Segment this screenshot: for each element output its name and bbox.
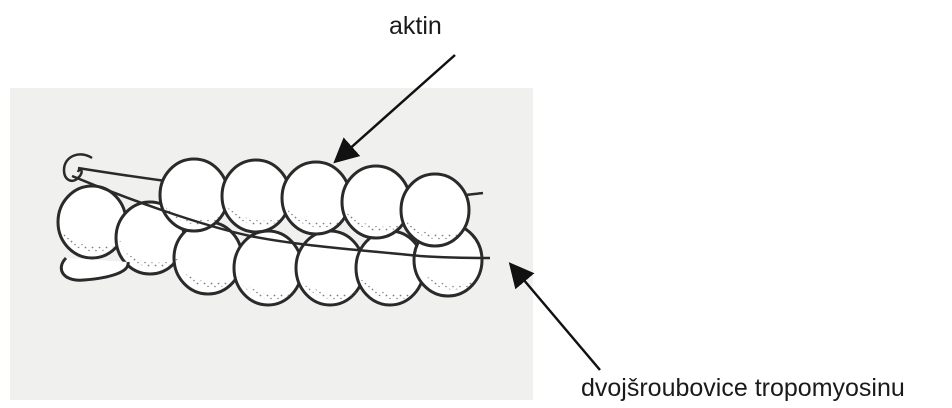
actin-label: aktin xyxy=(389,14,442,39)
tropomyosin-label: dvojšroubovice tropomyosinu xyxy=(581,376,905,401)
